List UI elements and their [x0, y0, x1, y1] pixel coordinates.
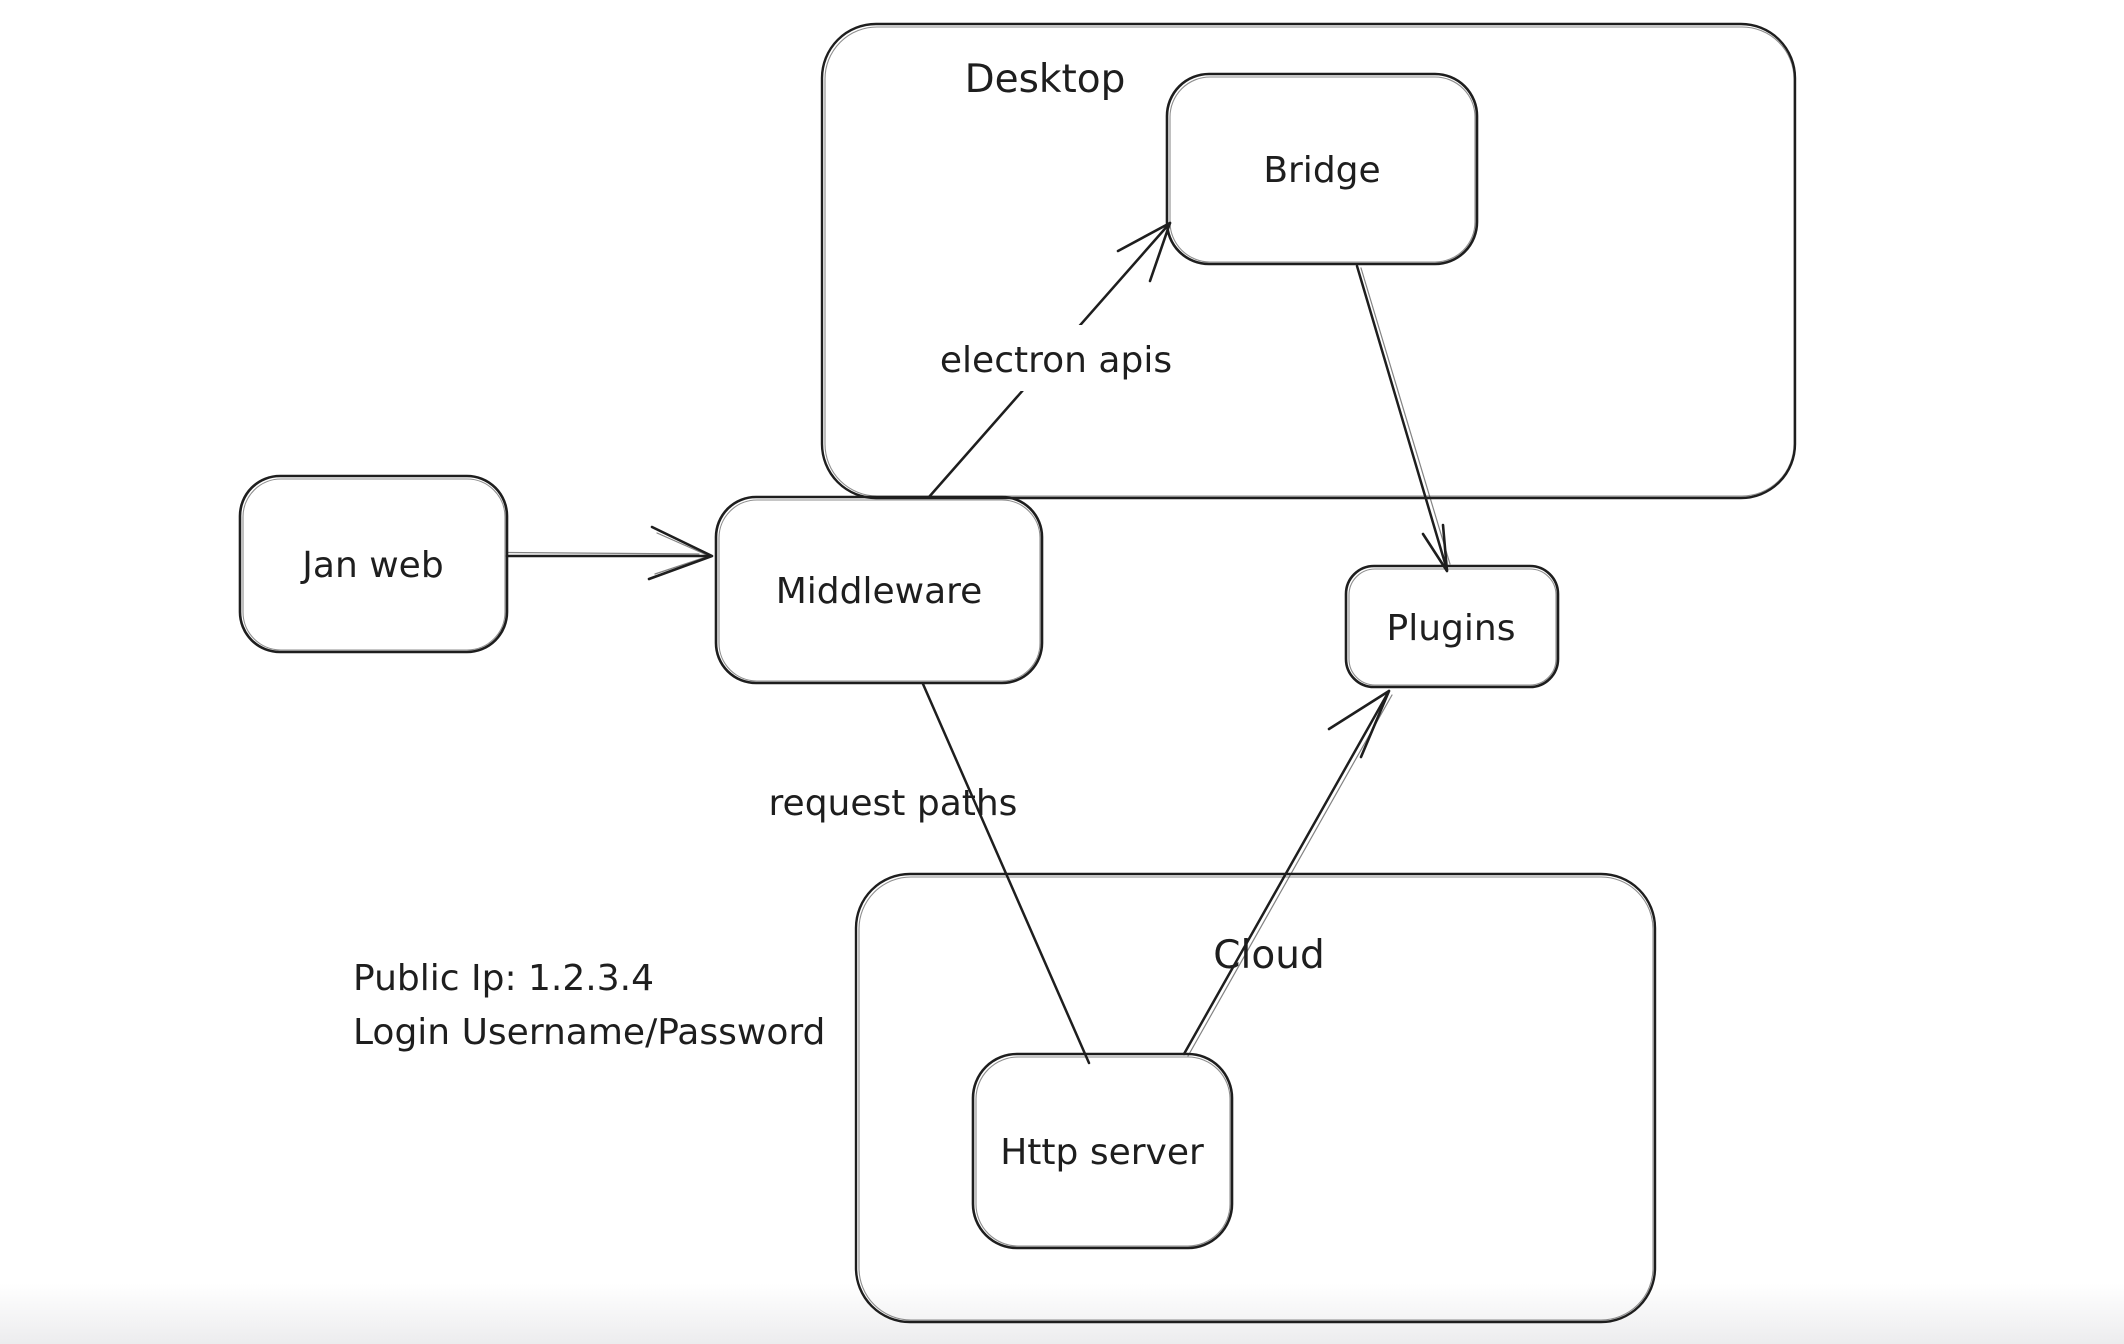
sketch-echo-stroke: [1187, 694, 1393, 1057]
node-http-server-label[interactable]: Http server: [1000, 1132, 1204, 1173]
cloud-container[interactable]: [854, 872, 1657, 1324]
node-jan-web-echo-stroke: [242, 478, 506, 651]
sketch-echo-stroke: [654, 532, 711, 575]
desktop-container[interactable]: [820, 22, 1797, 500]
sketch-echo-stroke: [1360, 267, 1451, 565]
note-public-ip[interactable]: Public Ip: 1.2.3.4: [353, 958, 654, 999]
desktop-container-label[interactable]: Desktop: [965, 57, 1126, 102]
node-bridge-echo-stroke: [1169, 76, 1476, 263]
note-login[interactable]: Login Username/Password: [353, 1012, 825, 1053]
cloud-container-group: [854, 872, 1657, 1324]
node-plugins-echo-stroke: [1348, 568, 1557, 686]
node-middleware[interactable]: [714, 495, 1044, 685]
electron-apis-label-background: [921, 325, 1193, 391]
sketch-echo-stroke: [506, 551, 700, 555]
node-middleware-label[interactable]: Middleware: [776, 571, 983, 612]
node-jan-web[interactable]: [238, 474, 509, 654]
node-middleware-echo-stroke: [718, 499, 1041, 682]
edge-bridge-to-plugins[interactable]: [1355, 264, 1451, 573]
edge-middleware-to-http-server-line[interactable]: [921, 682, 1091, 1065]
arrowhead-into-middleware: [647, 525, 714, 581]
node-plugins[interactable]: [1344, 564, 1560, 689]
node-bridge[interactable]: [1165, 72, 1479, 266]
cloud-container-label[interactable]: Cloud: [1213, 933, 1324, 978]
desktop-container-group: [820, 22, 1797, 500]
node-http-server[interactable]: [971, 1052, 1234, 1250]
node-plugins-group: [1344, 564, 1560, 689]
edge-label-request-paths[interactable]: request paths: [769, 783, 1018, 824]
node-jan-web-group: [238, 474, 509, 654]
node-http-server-group: [971, 1052, 1234, 1250]
cloud-container-echo-stroke: [858, 876, 1654, 1321]
edge-jan-web-to-middleware[interactable]: [505, 525, 714, 581]
arrowhead-into-plugins-bottom: [1327, 689, 1391, 759]
edge-bridge-to-plugins-line[interactable]: [1355, 264, 1449, 572]
edge-label-electron-apis[interactable]: electron apis: [940, 340, 1172, 381]
node-http-server-echo-stroke: [975, 1056, 1231, 1247]
node-middleware-group: [714, 495, 1044, 685]
node-bridge-label[interactable]: Bridge: [1263, 150, 1380, 191]
edge-middleware-to-http-server[interactable]: [921, 682, 1091, 1065]
edge-http-server-to-plugins-line[interactable]: [1182, 689, 1391, 1056]
edge-http-server-to-plugins[interactable]: [1182, 689, 1393, 1057]
node-bridge-group: [1165, 72, 1479, 266]
desktop-container-echo-stroke: [824, 26, 1795, 497]
node-plugins-label[interactable]: Plugins: [1387, 608, 1516, 649]
arrowhead-into-plugins-top: [1421, 523, 1449, 573]
node-jan-web-label[interactable]: Jan web: [300, 545, 443, 586]
